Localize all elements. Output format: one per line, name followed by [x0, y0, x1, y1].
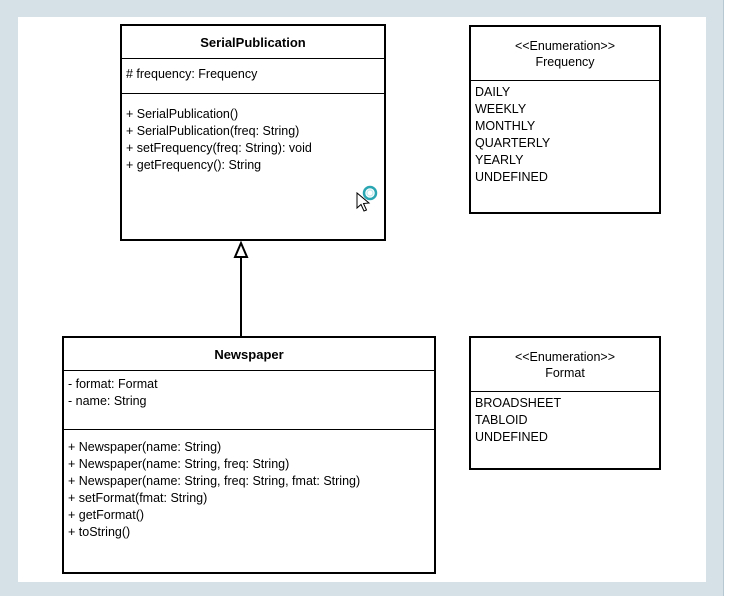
enum-value: BROADSHEET — [475, 396, 562, 410]
enum-header: <<Enumeration>> Frequency — [471, 27, 659, 81]
enum-value: UNDEFINED — [475, 430, 548, 444]
class-name: Newspaper — [64, 338, 434, 371]
class-name-text: SerialPublication — [200, 34, 306, 50]
method: + Newspaper(name: String) — [68, 440, 222, 454]
method: + Newspaper(name: String, freq: String, … — [68, 474, 361, 488]
enum-value: TABLOID — [475, 413, 528, 427]
enum-stereotype: <<Enumeration>> — [514, 38, 616, 53]
enum-values: BROADSHEET TABLOID UNDEFINED — [471, 392, 659, 446]
enum-value: QUARTERLY — [475, 136, 551, 150]
method: + getFrequency(): String — [126, 158, 262, 172]
attribute: - name: String — [68, 394, 147, 408]
method: + toString() — [68, 525, 131, 539]
class-serial-publication[interactable]: SerialPublication # frequency: Frequency… — [120, 24, 386, 241]
enum-value: WEEKLY — [475, 102, 527, 116]
attributes-section: - format: Format - name: String — [64, 371, 434, 430]
enum-value: UNDEFINED — [475, 170, 548, 184]
enum-values: DAILY WEEKLY MONTHLY QUARTERLY YEARLY UN… — [471, 81, 659, 186]
method: + SerialPublication() — [126, 107, 239, 121]
attribute: - format: Format — [68, 377, 158, 391]
enum-name: Format — [545, 365, 585, 380]
generalization-arrow[interactable] — [233, 240, 249, 336]
enum-frequency[interactable]: <<Enumeration>> Frequency DAILY WEEKLY M… — [469, 25, 661, 214]
enum-header: <<Enumeration>> Format — [471, 338, 659, 392]
method: + Newspaper(name: String, freq: String) — [68, 457, 290, 471]
enum-name: Frequency — [535, 54, 595, 69]
class-name-text: Newspaper — [214, 346, 284, 362]
method: + SerialPublication(freq: String) — [126, 124, 300, 138]
enum-format[interactable]: <<Enumeration>> Format BROADSHEET TABLOI… — [469, 336, 661, 470]
bottom-border — [0, 582, 723, 596]
method: + getFormat() — [68, 508, 145, 522]
pointer-busy-cursor-icon — [356, 185, 378, 212]
generalization-arrowhead — [233, 240, 249, 258]
enum-stereotype: <<Enumeration>> — [514, 349, 616, 364]
enum-value: MONTHLY — [475, 119, 536, 133]
attributes-section: # frequency: Frequency — [122, 59, 384, 94]
attribute: # frequency: Frequency — [126, 67, 258, 81]
methods-section: + Newspaper(name: String) + Newspaper(na… — [64, 430, 434, 541]
right-panel-strip — [723, 0, 747, 596]
enum-value: DAILY — [475, 85, 511, 99]
method: + setFrequency(freq: String): void — [126, 141, 312, 155]
enum-value: YEARLY — [475, 153, 524, 167]
class-newspaper[interactable]: Newspaper - format: Format - name: Strin… — [62, 336, 436, 574]
class-name: SerialPublication — [122, 26, 384, 59]
method: + setFormat(fmat: String) — [68, 491, 208, 505]
methods-section: + SerialPublication() + SerialPublicatio… — [122, 94, 384, 174]
